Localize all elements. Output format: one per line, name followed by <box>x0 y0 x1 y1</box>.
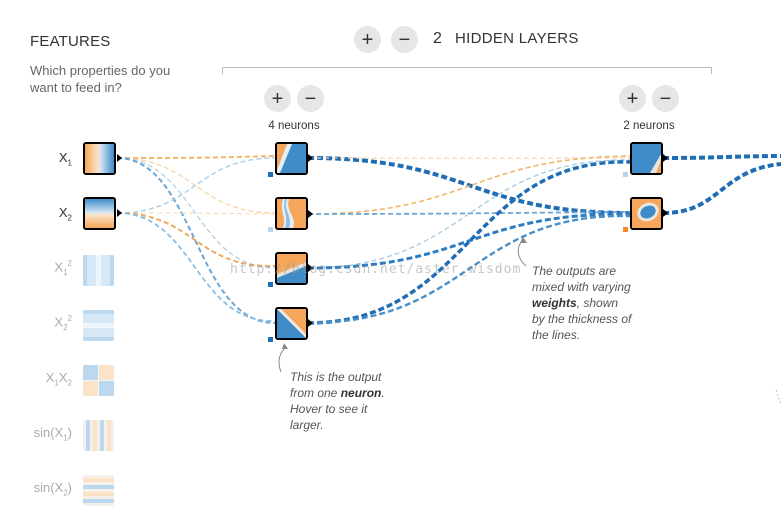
bias-indicator[interactable] <box>623 172 628 177</box>
layers-bracket <box>222 67 712 74</box>
bias-indicator[interactable] <box>268 172 273 177</box>
feature-node-x1x2[interactable] <box>83 365 114 396</box>
feature-label-sin-x1: sin(X1) <box>33 425 72 443</box>
weight-line[interactable] <box>116 155 276 159</box>
feature-node-x2-squared[interactable] <box>83 310 114 341</box>
watermark: http://blog.csdn.net/aster_wisdom <box>230 262 522 277</box>
feature-node-x2[interactable] <box>83 197 116 230</box>
weight-line[interactable] <box>307 160 631 325</box>
weight-line[interactable] <box>116 212 276 268</box>
weight-line <box>775 389 781 405</box>
bias-indicator[interactable] <box>268 337 273 342</box>
features-title: FEATURES <box>30 33 111 50</box>
weight-line[interactable] <box>116 157 276 269</box>
feature-label-x1x2: X1X2 <box>45 370 72 388</box>
feature-label-x2: X2 <box>58 205 72 223</box>
weight-line[interactable] <box>116 212 276 322</box>
neuron-node[interactable] <box>275 252 308 285</box>
layer-1-neuron-count: 4 neurons <box>268 120 320 132</box>
annotation-pointer <box>278 346 288 373</box>
weight-line[interactable] <box>307 211 631 215</box>
neuron-node[interactable] <box>630 197 663 230</box>
neuron-node[interactable] <box>630 142 663 175</box>
weights-annotation: The outputs are mixed with varying weigh… <box>532 264 632 342</box>
feature-label-x2-squared: X22 <box>54 314 72 332</box>
add-neuron-button[interactable]: + <box>619 85 646 112</box>
feature-node-sin-x2[interactable] <box>83 475 114 506</box>
weight-line[interactable] <box>662 162 781 215</box>
annotation-arrowhead <box>520 237 527 243</box>
remove-layer-button[interactable]: − <box>391 26 418 53</box>
weight-line[interactable] <box>116 157 276 214</box>
bias-indicator[interactable] <box>623 227 628 232</box>
feature-node-sin-x1[interactable] <box>83 420 114 451</box>
neuron-node[interactable] <box>275 307 308 340</box>
add-neuron-button[interactable]: + <box>264 85 291 112</box>
neuron-annotation: This is the output from one neuron. Hove… <box>290 370 385 432</box>
feature-label-sin-x2: sin(X2) <box>33 480 72 498</box>
hidden-layers-count: 2 <box>433 30 442 47</box>
weight-line[interactable] <box>307 155 631 215</box>
feature-node-x1-squared[interactable] <box>83 255 114 286</box>
feature-label-x1: X1 <box>58 150 72 168</box>
neuron-node[interactable] <box>275 197 308 230</box>
weight-line[interactable] <box>116 157 276 214</box>
weight-line[interactable] <box>307 156 631 215</box>
add-layer-button[interactable]: + <box>354 26 381 53</box>
weight-line[interactable] <box>116 157 276 324</box>
layer-2-neuron-count: 2 neurons <box>623 120 675 132</box>
annotation-arrowhead <box>282 343 288 349</box>
feature-label-x1-squared: X12 <box>54 259 72 277</box>
remove-neuron-button[interactable]: − <box>652 85 679 112</box>
weight-line[interactable] <box>307 159 631 269</box>
hidden-layers-label: HIDDEN LAYERS <box>455 30 579 47</box>
neuron-node[interactable] <box>275 142 308 175</box>
weight-line[interactable] <box>662 154 781 160</box>
weight-line[interactable] <box>307 214 631 325</box>
bias-indicator[interactable] <box>268 227 273 232</box>
weight-line[interactable] <box>307 212 631 270</box>
remove-neuron-button[interactable]: − <box>297 85 324 112</box>
bias-indicator[interactable] <box>268 282 273 287</box>
features-subtitle: Which properties do you want to feed in? <box>30 63 171 95</box>
feature-node-x1[interactable] <box>83 142 116 175</box>
